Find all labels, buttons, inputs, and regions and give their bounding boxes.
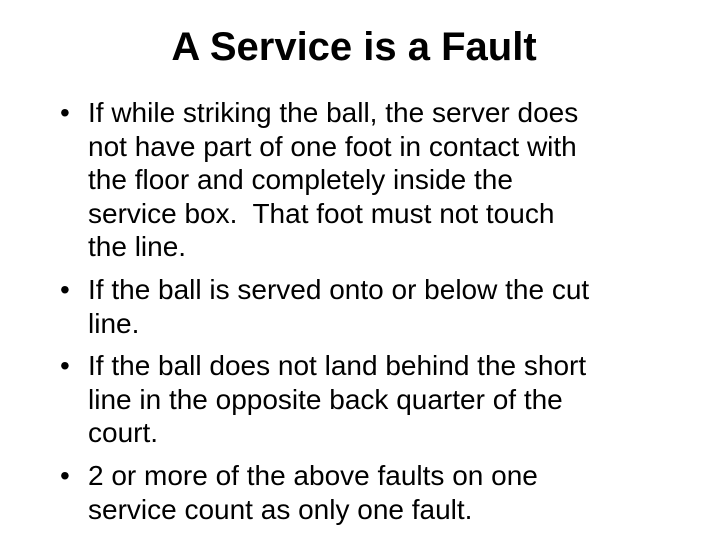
bullet-item: • 2 or more of the above faults on one s… xyxy=(58,459,692,526)
bullet-line: the floor and completely inside the xyxy=(88,164,513,196)
bullet-text: If while striking the ball, the server d… xyxy=(88,96,692,264)
bullet-item: • If the ball is served onto or below th… xyxy=(58,273,692,340)
bullet-text: If the ball is served onto or below the … xyxy=(88,273,692,340)
bullet-line: If the ball is served onto or below the … xyxy=(88,273,590,305)
bullet-icon: • xyxy=(60,273,70,305)
bullet-icon: • xyxy=(60,97,70,128)
bullet-list: • If while striking the ball, the server… xyxy=(58,96,692,535)
bullet-line: If while striking the ball, the server d… xyxy=(88,97,579,128)
bullet-line: line. xyxy=(88,307,140,339)
bullet-line: service box. That foot must not touch xyxy=(88,197,555,229)
bullet-line: service count as only one fault. xyxy=(88,493,473,525)
bullet-line: 2 or more of the above faults on one xyxy=(88,459,538,491)
bullet-text: 2 or more of the above faults on one ser… xyxy=(88,459,692,526)
bullet-line: the line. xyxy=(88,231,187,263)
bullet-line: If the ball does not land behind the sho… xyxy=(88,350,587,382)
bullet-item: • If the ball does not land behind the s… xyxy=(58,349,692,450)
bullet-icon: • xyxy=(60,350,70,382)
bullet-line: line in the opposite back quarter of the xyxy=(88,383,563,415)
bullet-line: court. xyxy=(88,417,159,449)
slide-title: A Service is a Fault xyxy=(171,25,537,69)
bullet-icon: • xyxy=(60,459,70,491)
bullet-item: • If while striking the ball, the server… xyxy=(58,96,692,264)
bullet-text: If the ball does not land behind the sho… xyxy=(88,349,692,450)
bullet-line: not have part of one foot in contact wit… xyxy=(88,130,577,162)
